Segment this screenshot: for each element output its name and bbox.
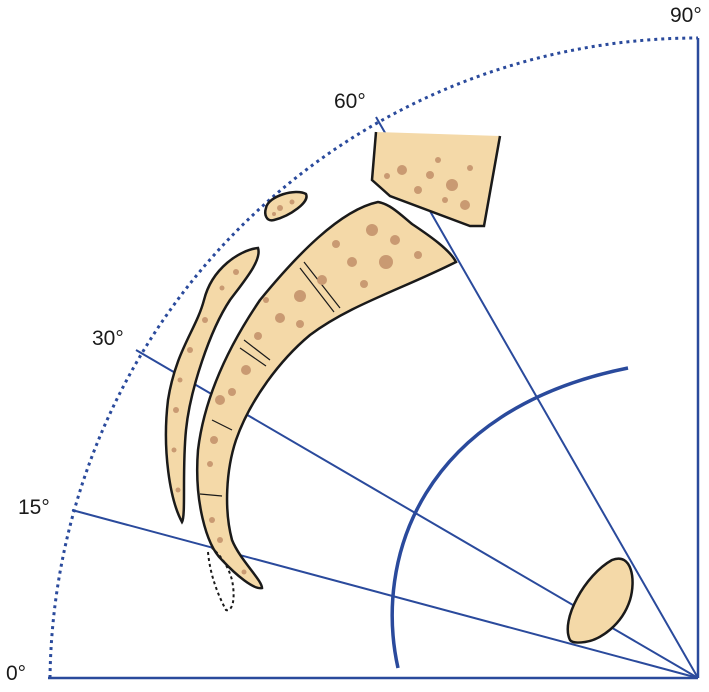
label-60deg: 60° (334, 90, 366, 113)
label-15deg: 15° (18, 496, 50, 519)
label-90deg: 90° (670, 4, 702, 27)
inner-arc (390, 366, 629, 669)
missing-bone-tip-outline (207, 547, 235, 612)
reference-arc (48, 36, 699, 679)
label-30deg: 30° (92, 327, 124, 350)
upper-bone-fragment (370, 131, 502, 228)
label-0deg: 0° (6, 662, 26, 685)
small-oval-fragment (264, 190, 308, 222)
pivot-oval-fragment (566, 557, 634, 644)
radial-line-15deg (71, 509, 699, 679)
main-curved-bone (196, 200, 458, 590)
outer-thin-fragment (164, 246, 260, 525)
